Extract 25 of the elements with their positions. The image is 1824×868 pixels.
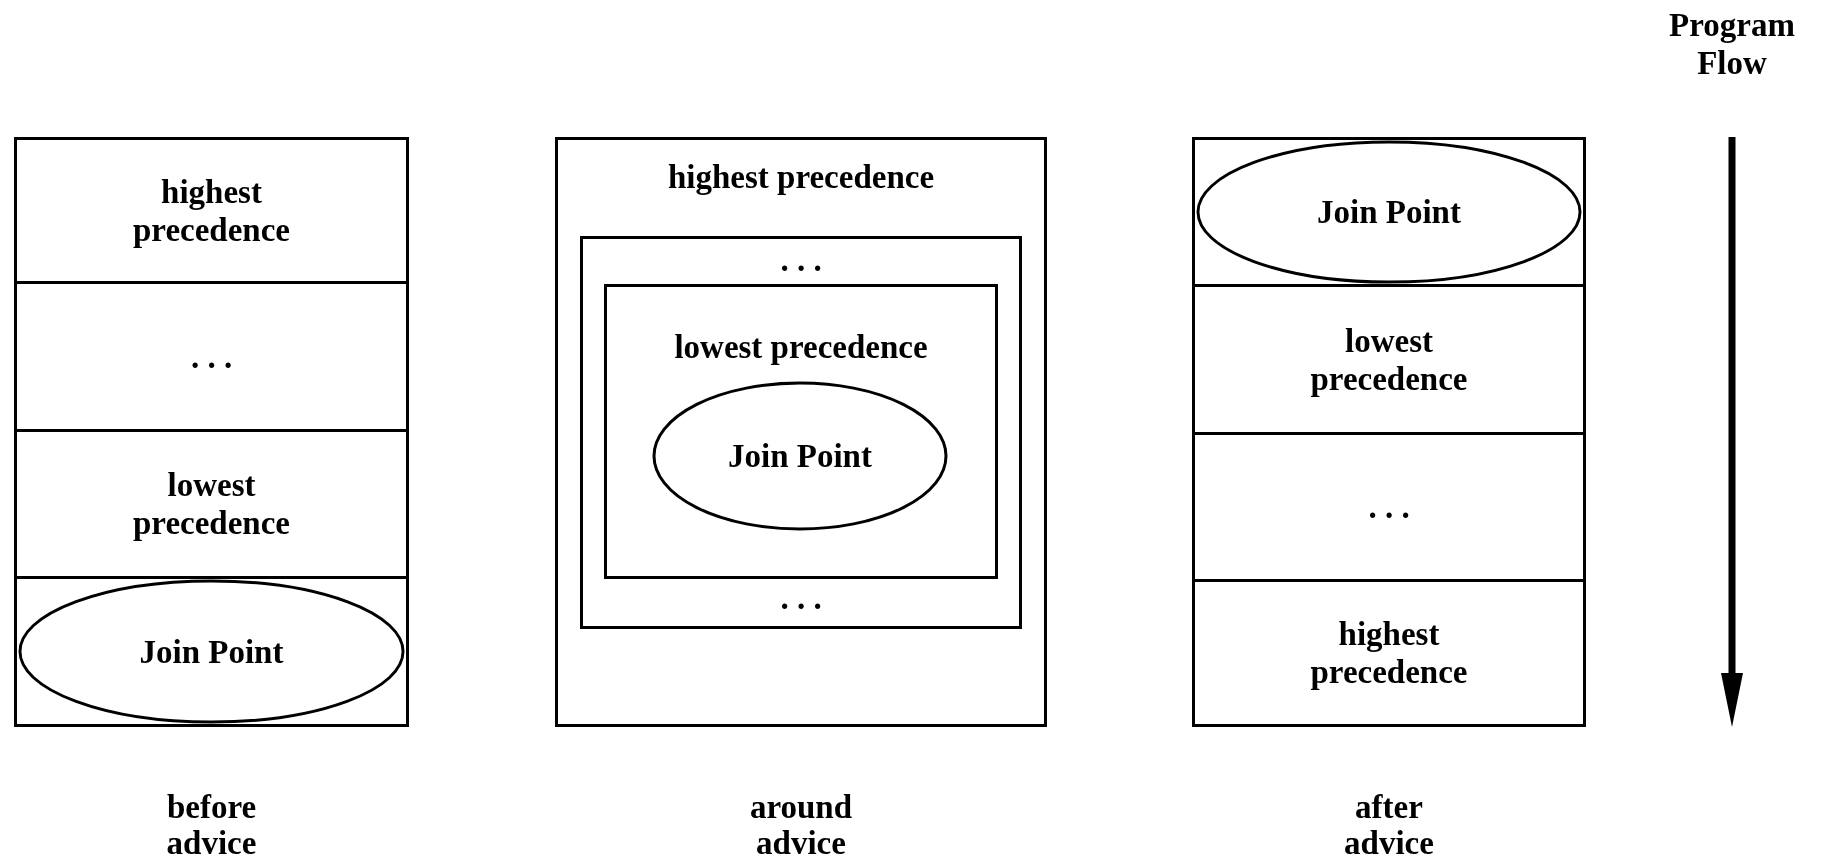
caption-text: after advice: [1343, 789, 1435, 861]
node-text: Join Point: [1316, 193, 1462, 231]
node-text: lowest precedence: [673, 328, 929, 366]
caption-text: before advice: [165, 789, 258, 861]
node-text: lowest precedence: [132, 466, 291, 542]
advice-box: [555, 137, 1047, 727]
caption-text: around advice: [748, 789, 854, 861]
node-text: . . .: [779, 579, 823, 617]
label-text: Program Flow: [1668, 6, 1796, 82]
node-text: Join Point: [138, 632, 285, 671]
node-text: . . .: [779, 241, 823, 279]
node-text: highest precedence: [1309, 615, 1469, 691]
node-text: highest precedence: [666, 158, 936, 196]
node-text: . . .: [189, 337, 234, 376]
node-text: highest precedence: [132, 172, 291, 249]
join-point-ellipse: [1195, 140, 1583, 284]
node-text: Join Point: [727, 437, 873, 475]
node-text: . . .: [1367, 488, 1411, 526]
node-text: lowest precedence: [1309, 321, 1469, 398]
advice-box: [604, 284, 998, 579]
join-point-ellipse: [652, 381, 948, 531]
join-point-ellipse: [17, 579, 406, 724]
advice-box: [580, 236, 1022, 629]
advice-box: [14, 137, 409, 727]
advice-box: [1192, 137, 1586, 727]
